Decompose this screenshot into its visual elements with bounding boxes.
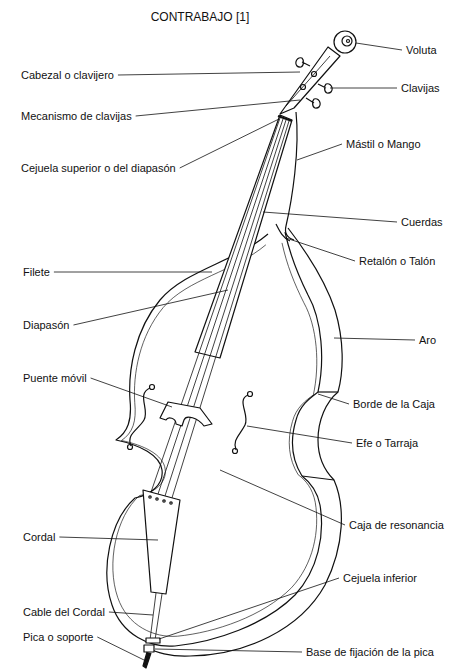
tailpiece-hole — [156, 498, 158, 500]
leader-line — [59, 537, 158, 540]
diagram-title: CONTRABAJO [1] — [151, 10, 250, 24]
part-label: Base de fijación de la pica — [305, 646, 435, 659]
peg — [318, 84, 332, 93]
part-label: Caja de resonancia — [348, 519, 445, 532]
f-hole — [128, 445, 133, 450]
part-label: Puente móvil — [22, 372, 88, 385]
part-label: Efe o Tarraja — [355, 437, 419, 450]
peg-gear — [312, 72, 317, 77]
tailpiece-hole — [170, 502, 172, 504]
f-hole — [150, 385, 155, 390]
leader-line — [263, 212, 397, 222]
peg — [306, 98, 320, 108]
scroll — [334, 31, 356, 53]
part-label: Cabezal o clavijero — [20, 69, 115, 82]
string — [157, 119, 283, 497]
part-label: Mástil o Mango — [345, 138, 422, 151]
saddle — [146, 638, 160, 643]
leader-line — [297, 144, 342, 160]
rib-edge — [302, 476, 334, 480]
leader-line — [247, 426, 352, 443]
part-label: Mecanismo de clavijas — [20, 110, 133, 123]
leader-line — [334, 338, 415, 340]
part-label: Aro — [418, 334, 437, 347]
tail-cable — [150, 593, 162, 640]
body-outline — [107, 232, 322, 646]
peg — [296, 58, 310, 67]
endpin-base — [144, 645, 154, 652]
endpin — [143, 652, 151, 668]
leader-line — [54, 272, 212, 273]
leader-line — [286, 238, 355, 261]
part-label: Filete — [22, 266, 51, 279]
part-label: Cejuela inferior — [342, 572, 418, 585]
part-label: Cordal — [22, 531, 56, 544]
pegbox — [280, 47, 340, 114]
scroll — [342, 36, 352, 46]
string — [164, 120, 286, 499]
part-label: Voluta — [405, 44, 438, 57]
rib-edge — [318, 391, 338, 392]
leader-line — [318, 394, 349, 404]
scroll — [347, 40, 350, 43]
part-label: Retalón o Talón — [358, 255, 436, 268]
leader-line — [136, 100, 300, 116]
leader-line — [97, 637, 144, 660]
leader-line — [155, 649, 302, 652]
tailpiece-hole — [149, 496, 151, 498]
leader-line — [73, 290, 228, 325]
string — [171, 121, 289, 501]
f-hole — [233, 449, 238, 454]
leader-line — [220, 470, 345, 525]
tailpiece — [143, 490, 180, 594]
part-label: Cuerdas — [400, 216, 444, 229]
tailpiece-hole — [163, 500, 165, 502]
part-label: Borde de la Caja — [352, 398, 436, 411]
string — [150, 118, 280, 495]
nut — [278, 116, 292, 121]
part-label: Clavijas — [400, 82, 441, 95]
leader-line — [356, 43, 402, 50]
f-hole — [235, 395, 248, 450]
f-hole — [248, 392, 253, 397]
peg-gear — [301, 85, 306, 90]
part-label: Pica o soporte — [22, 631, 94, 644]
peg-mechanism — [286, 56, 330, 106]
leader-line — [91, 378, 172, 407]
part-label: Cejuela superior o del diapasón — [20, 162, 177, 175]
leader-line — [118, 72, 300, 75]
leader-line — [109, 612, 153, 615]
leader-line — [330, 88, 397, 89]
f-hole — [130, 388, 150, 446]
part-label: Diapasón — [22, 319, 70, 332]
leader-line — [159, 578, 339, 639]
leader-line — [180, 119, 279, 168]
part-label: Cable del Cordal — [22, 606, 106, 619]
